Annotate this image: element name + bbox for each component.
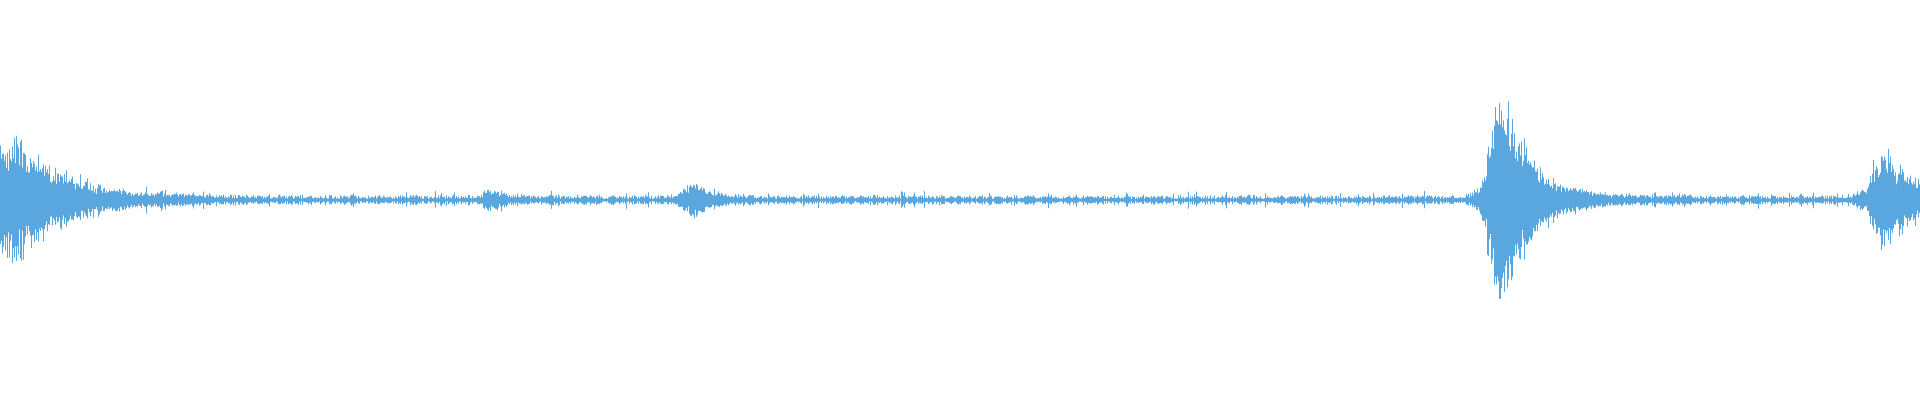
- waveform-samples: [0, 101, 1920, 299]
- waveform-trace: [0, 101, 1920, 299]
